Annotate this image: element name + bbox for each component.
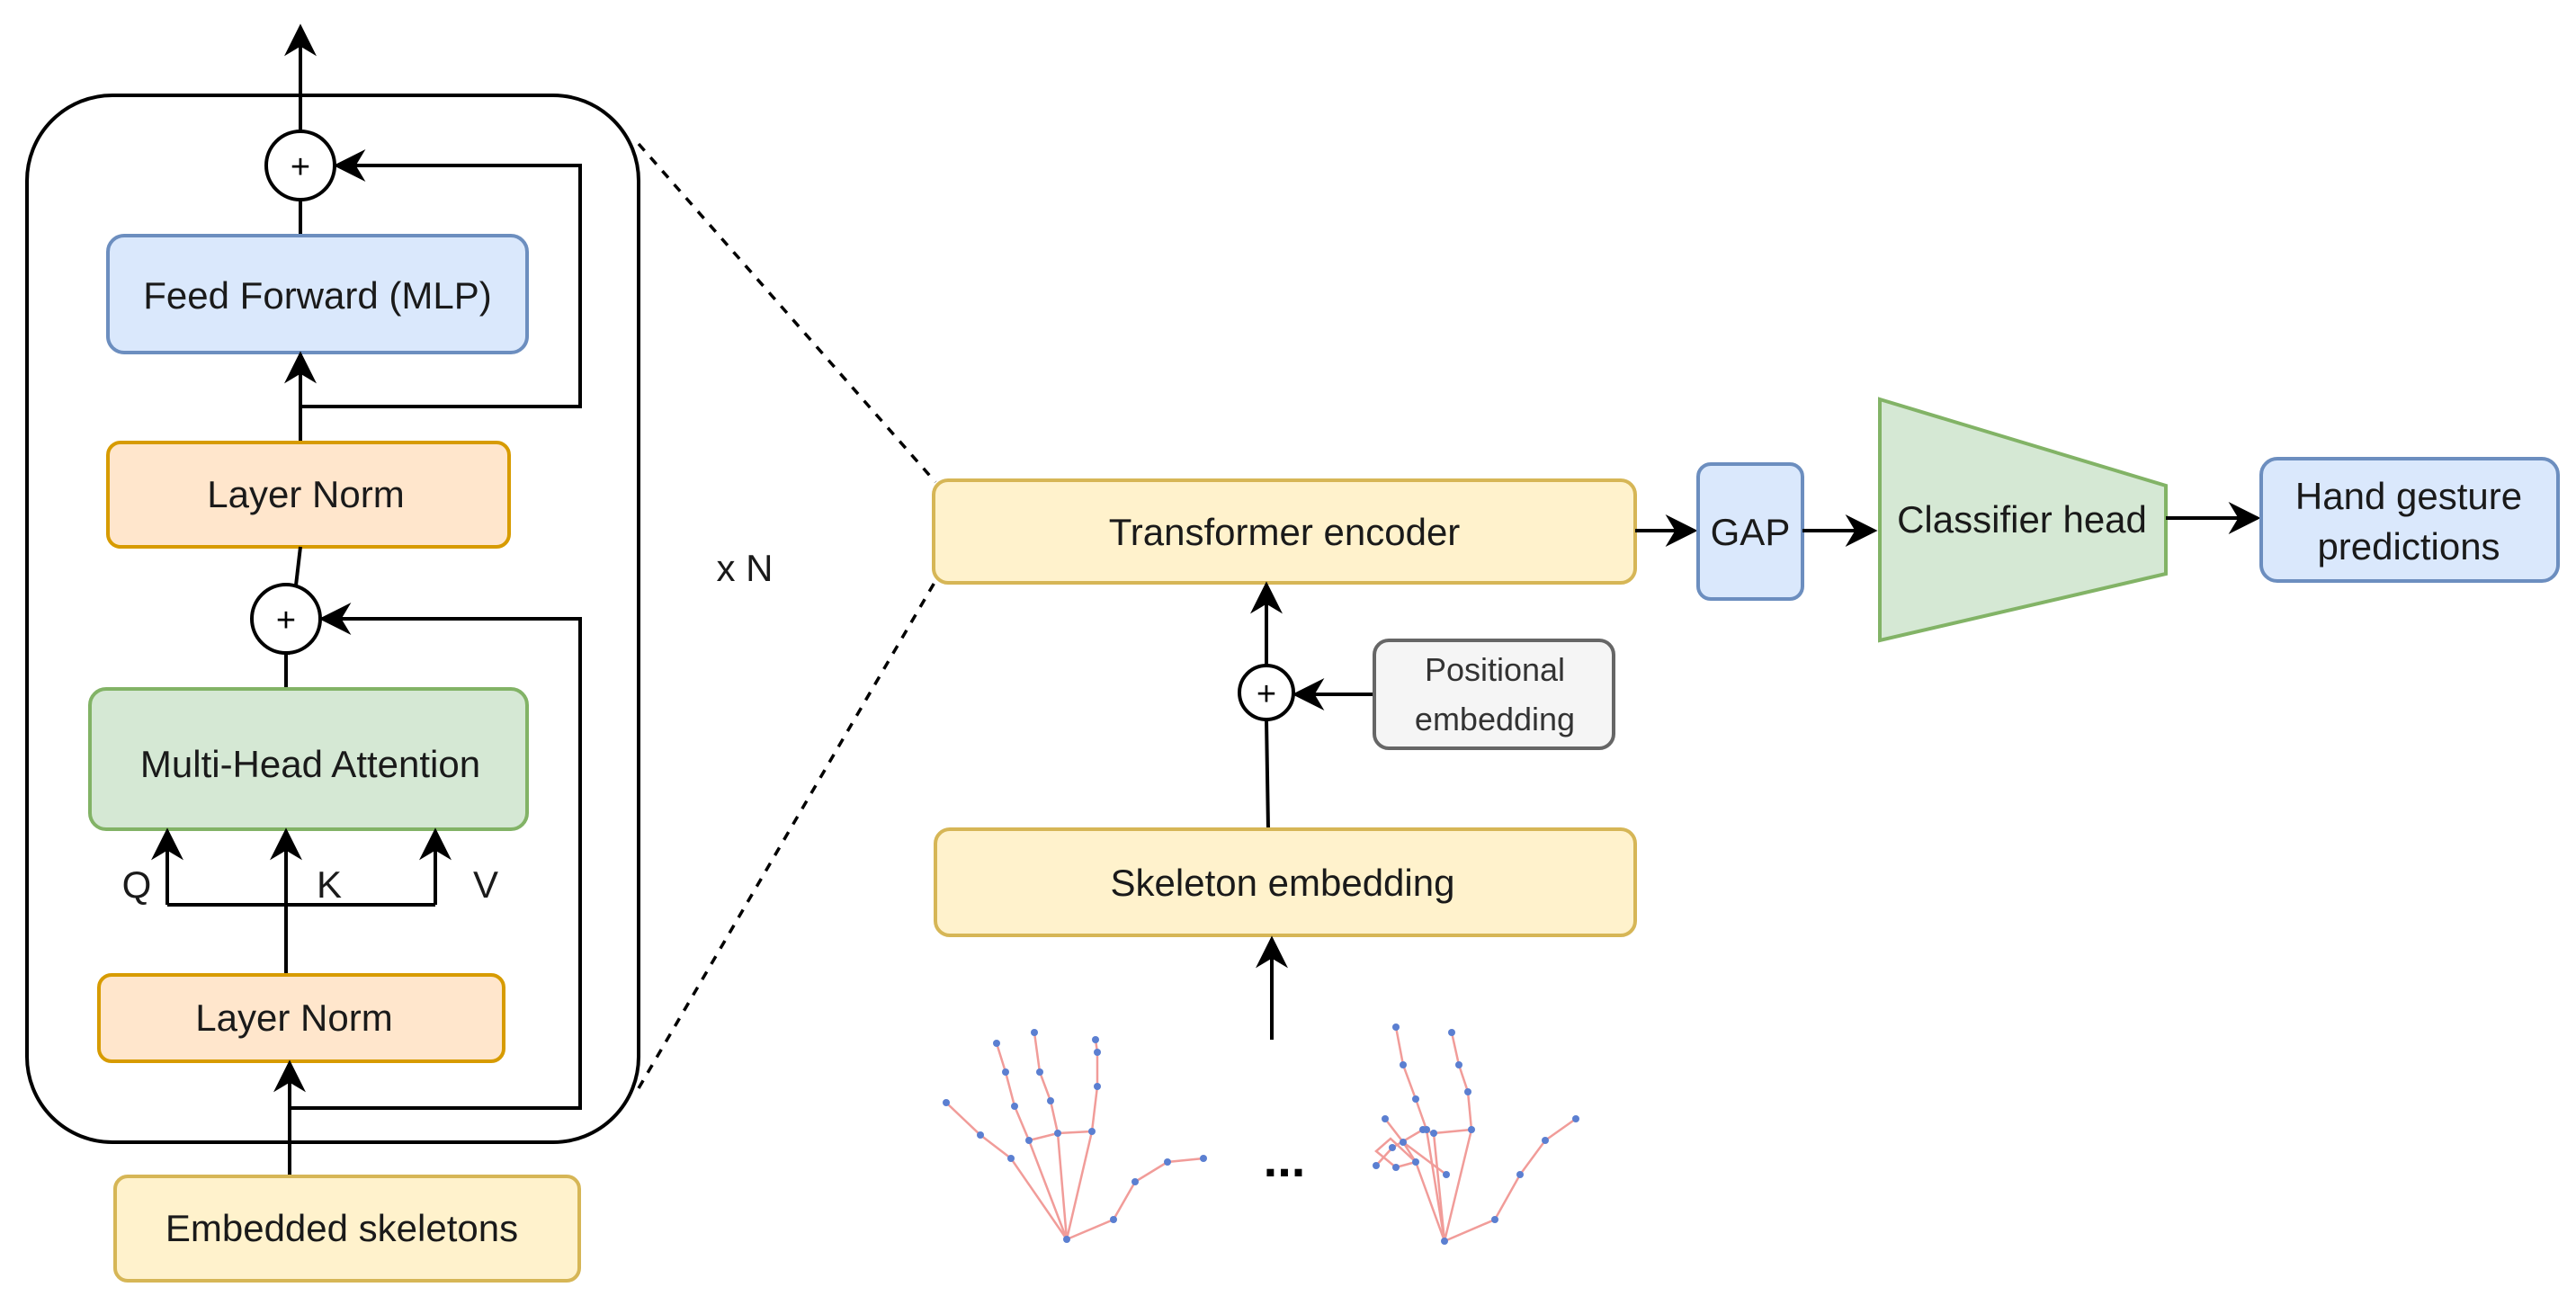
embedded-skeletons-box <box>113 1175 581 1283</box>
zoom-line-bottom <box>637 580 937 1089</box>
positional-add-symbol: + <box>1257 675 1276 713</box>
skeleton-sequence-ellipsis: ... <box>1264 1131 1306 1187</box>
zoom-line-top <box>637 142 937 484</box>
positional-embedding-line2: embedding <box>1415 701 1575 737</box>
gap-label: GAP <box>1711 511 1791 553</box>
residual-path-middle <box>288 603 582 1110</box>
layer-norm-top-box <box>106 441 511 549</box>
encoder-block-container <box>25 94 640 1144</box>
repeat-count-label: x N <box>717 547 774 589</box>
k-label: K <box>317 863 342 906</box>
positional-embedding-box <box>1373 639 1615 750</box>
residual-add-middle-symbol: + <box>276 602 296 639</box>
skeleton-embedding-box <box>934 827 1637 937</box>
layer-norm-top-label: Layer Norm <box>207 473 404 515</box>
skeleton-to-add-line <box>1265 719 1270 830</box>
predictions-label-line1: Hand gesture <box>2295 475 2522 517</box>
classifier-head-shape <box>1878 397 2168 643</box>
multi-head-attention-label: Multi-Head Attention <box>140 743 480 785</box>
hand-skeleton-2 <box>1373 1023 1579 1245</box>
residual-add-top-symbol: + <box>291 148 310 186</box>
skeleton-embedding-label: Skeleton embedding <box>1111 862 1455 904</box>
v-label: V <box>473 863 498 906</box>
multi-head-attention-box <box>88 687 529 831</box>
q-label: Q <box>122 863 152 906</box>
residual-path-top <box>300 149 582 408</box>
feed-forward-label: Feed Forward (MLP) <box>143 274 491 317</box>
layer-norm-bottom-label: Layer Norm <box>195 997 392 1039</box>
predictions-label-line2: predictions <box>2317 525 2500 568</box>
embedded-skeletons-label: Embedded skeletons <box>165 1207 518 1249</box>
feed-forward-box <box>106 234 529 354</box>
positional-embedding-line1: Positional <box>1425 651 1565 688</box>
transformer-encoder-label: Transformer encoder <box>1109 511 1461 553</box>
classifier-head-label: Classifier head <box>1897 498 2147 541</box>
hand-skeleton-1 <box>943 1029 1207 1243</box>
predictions-box <box>2259 457 2560 583</box>
